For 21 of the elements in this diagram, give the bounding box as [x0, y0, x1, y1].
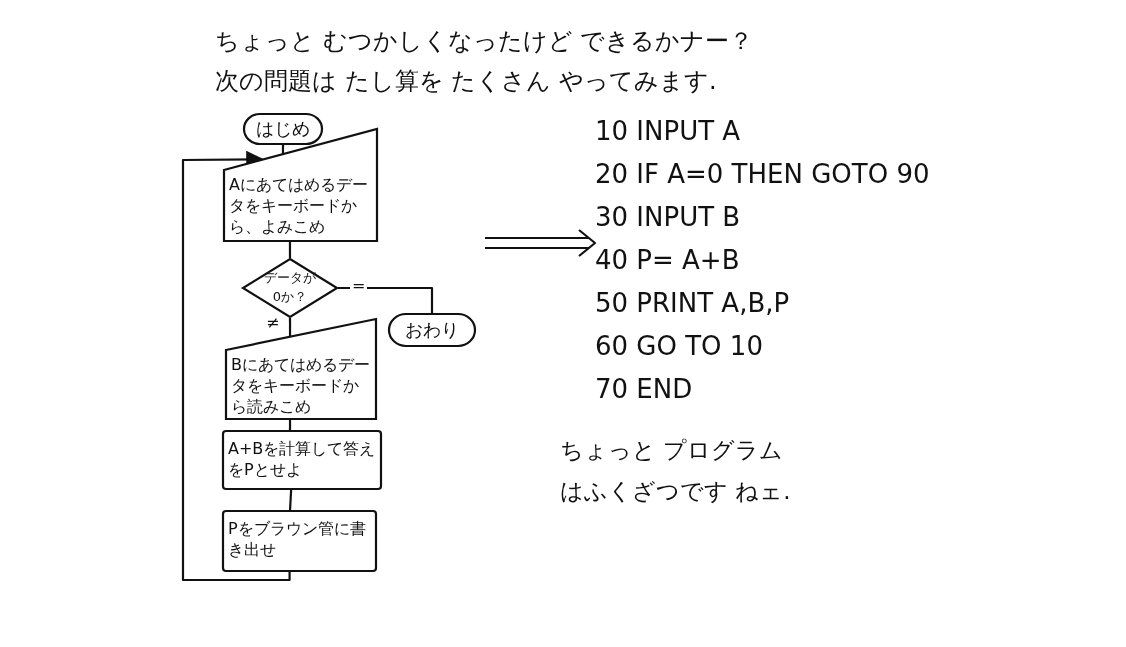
connector-line: [338, 286, 434, 313]
connector-line: [288, 318, 292, 337]
code-line: 70 END: [595, 373, 693, 406]
note-text: ちょっと プログラムはふくざつです ねェ.: [560, 436, 792, 506]
end-terminal: おわり: [388, 313, 476, 347]
code-line: 50 PRINT A,B,P: [595, 287, 790, 320]
connector-line: [288, 242, 292, 258]
double-arrow: [483, 228, 597, 258]
output-box: Pをブラウン管に書き出せ: [222, 510, 377, 572]
code-line: 60 GO TO 10: [595, 330, 763, 363]
code-line: 30 INPUT B: [595, 201, 741, 234]
start-terminal: はじめ: [243, 113, 323, 145]
loop-arrow: [181, 150, 291, 582]
process-box: A+Bを計算して答えをPとせよ: [222, 430, 382, 490]
connector-line: [288, 420, 292, 430]
heading: ちょっと むつかしくなったけど できるかナー？: [215, 26, 754, 56]
note-text: 次の問題は たし算を たくさん やってみます.: [215, 66, 718, 97]
connector-line: [288, 489, 293, 511]
code-line: 10 INPUT A: [595, 115, 741, 148]
code-line: 20 IF A=0 THEN GOTO 90: [595, 158, 930, 191]
code-line: 40 P= A+B: [595, 244, 740, 277]
